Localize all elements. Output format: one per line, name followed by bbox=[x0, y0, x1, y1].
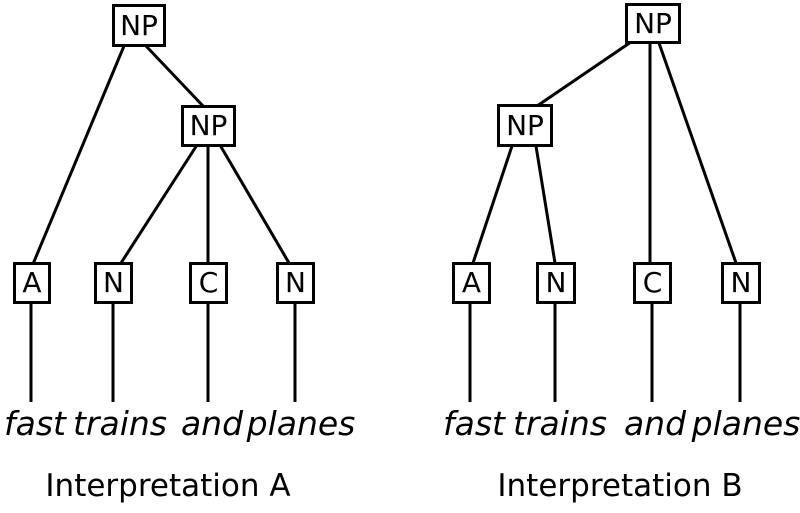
tree-a-node-np-root: NP bbox=[112, 4, 166, 47]
tree-b-edge-root-to-inner bbox=[536, 40, 632, 108]
tree-a-edge-inner-to-n2 bbox=[218, 144, 291, 264]
tree-a-caption: Interpretation A bbox=[45, 468, 291, 504]
tree-b-word-and: and bbox=[623, 404, 687, 443]
tree-a-node-c: C bbox=[189, 262, 228, 304]
tree-a-word-fast: fast bbox=[4, 404, 66, 443]
tree-a-word-and: and bbox=[180, 404, 244, 443]
tree-b-word-fast: fast bbox=[443, 404, 505, 443]
tree-a-node-np-inner: NP bbox=[181, 105, 236, 147]
tree-b-word-trains: trains bbox=[512, 404, 608, 443]
tree-a-edge-root-to-a bbox=[31, 45, 126, 265]
tree-a-node-a: A bbox=[13, 262, 51, 304]
tree-a-word-planes: planes bbox=[246, 404, 356, 443]
tree-a-node-n2: N bbox=[276, 262, 315, 304]
tree-b-node-a: A bbox=[452, 262, 491, 304]
tree-b-node-np-inner: NP bbox=[497, 104, 553, 147]
tree-b-node-n1: N bbox=[536, 262, 576, 304]
tree-b-edge-inner-to-a bbox=[471, 145, 514, 264]
tree-a-word-trains: trains bbox=[72, 404, 168, 443]
tree-b-edge-inner-to-n1 bbox=[534, 145, 557, 264]
tree-b-caption: Interpretation B bbox=[497, 468, 743, 504]
tree-a-edge-root-to-inner bbox=[144, 44, 206, 109]
tree-b-node-c: C bbox=[633, 262, 672, 304]
tree-b-edge-root-to-n2 bbox=[657, 42, 738, 264]
tree-b-node-np-root: NP bbox=[625, 3, 681, 44]
tree-b-node-n2: N bbox=[721, 262, 761, 304]
tree-a-edge-inner-to-n1 bbox=[119, 144, 199, 264]
tree-b-word-planes: planes bbox=[691, 404, 800, 443]
tree-a-node-n1: N bbox=[94, 262, 133, 304]
